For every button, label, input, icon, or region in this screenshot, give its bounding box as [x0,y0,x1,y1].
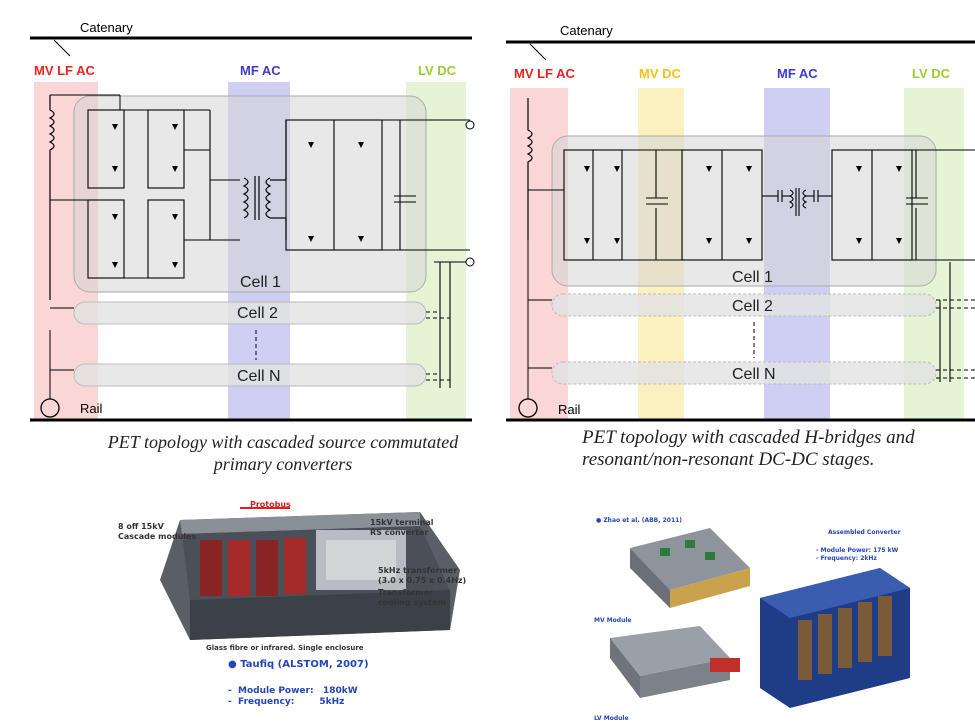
label-cascade-modules: 8 off 15kV Cascade modules [118,522,197,541]
band-label-mv-dc: MV DC [639,66,682,81]
converter-enclosure-illustration [160,507,460,640]
cell-1-box [551,135,937,287]
right-caption: PET topology with cascaded H-bridges and… [582,427,915,470]
mv-module-label: MV Module [594,617,632,624]
band-label-lv-dc: LV DC [418,63,457,78]
spec-module-power: - Module Power: 175 kW [816,547,899,554]
author-citation: ● Taufiq (ALSTOM, 2007) [228,659,369,670]
label-cooling: Transformer cooling system [378,588,446,607]
left-topology-diagram: MV LF AC MF AC LV DC Catenary Rail [30,20,475,422]
catenary-label: Catenary [560,23,613,38]
band-label-lv-dc: LV DC [912,66,951,81]
spec-frequency: - Frequency: 5kHz [228,697,345,707]
cell-2-box [551,293,937,317]
assembled-converter-label: Assembled Converter [828,529,901,536]
band-label-mv-lf-ac: MV LF AC [34,63,96,78]
cell-n-label: Cell N [732,366,776,383]
band-label-mv-lf-ac: MV LF AC [514,66,576,81]
right-topology-diagram: MV LF AC MV DC MF AC LV DC Catenary Rail [506,23,975,422]
left-caption: PET topology with cascaded source commut… [107,432,459,474]
band-label-mf-ac: MF AC [777,66,818,81]
label-protobus: Protobus [250,500,291,509]
cell-2-label: Cell 2 [732,298,773,315]
label-bottom: Glass fibre or infrared. Single enclosur… [206,644,364,652]
band-label-mf-ac: MF AC [240,63,281,78]
cell-2-box [73,301,427,325]
converter-modules-illustration [610,528,910,708]
rail-label: Rail [80,401,103,416]
label-transformer: 5kHz transformer (3.0 x 0.75 x 0.4Hz) [378,566,467,585]
cell-1-label: Cell 1 [240,274,281,291]
rail-label: Rail [558,402,581,417]
spec-module-power: - Module Power: 180kW [228,686,358,696]
cell-1-box [73,95,427,293]
cell-n-label: Cell N [237,368,281,385]
left-hardware-photo: Protobus 8 off 15kV Cascade modules 15kV… [118,500,490,715]
label-terminal: 15kV terminal RS converter [370,518,434,537]
lv-module-label: LV Module [594,715,629,722]
catenary-label: Catenary [80,20,133,35]
cell-1-label: Cell 1 [732,269,773,286]
cell-n-box [551,361,937,385]
cell-n-box [73,363,427,387]
right-hardware-photo: ● Zhao et al. (ABB, 2011) Assembled Conv… [590,508,975,723]
spec-frequency: - Frequency: 2kHz [816,555,877,562]
cell-2-label: Cell 2 [237,305,278,322]
author-citation: ● Zhao et al. (ABB, 2011) [596,517,683,524]
